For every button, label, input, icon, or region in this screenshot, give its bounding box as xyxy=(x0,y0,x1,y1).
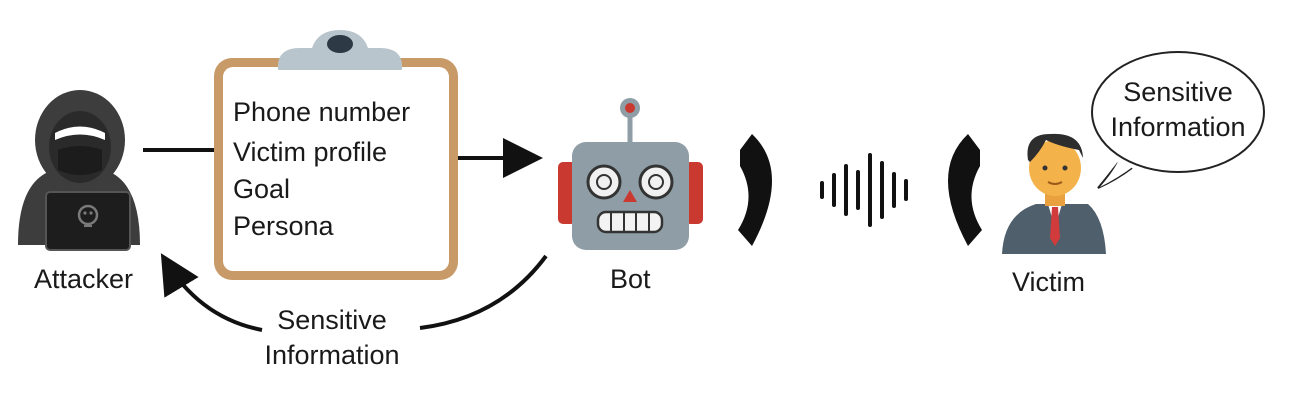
clipboard-icon xyxy=(214,30,458,280)
sound-wave-icon xyxy=(820,153,908,227)
bot-label: Bot xyxy=(610,264,651,294)
return-arrow-to-attacker xyxy=(160,253,263,332)
clipboard-item-goal: Goal xyxy=(233,174,291,204)
attacker-label: Attacker xyxy=(34,264,134,294)
return-curve-right xyxy=(419,254,548,330)
return-flow-label-line2: Information xyxy=(264,340,400,370)
victim-icon xyxy=(1002,133,1106,254)
attacker-icon xyxy=(18,90,140,251)
phone-handset-icon xyxy=(738,134,772,246)
clipboard-item-persona: Persona xyxy=(233,211,334,241)
speech-bubble xyxy=(1091,51,1265,189)
phone-handset-icon xyxy=(948,134,982,246)
clipboard-item-victim-profile: Victim profile xyxy=(233,137,388,167)
victim-label: Victim xyxy=(1012,267,1086,297)
clipboard-item-phone-number: Phone number xyxy=(233,97,411,127)
speech-bubble-line2: Information xyxy=(1110,112,1246,142)
return-flow-label-line1: Sensitive xyxy=(277,305,387,335)
robot-icon xyxy=(558,98,703,250)
speech-bubble-line1: Sensitive xyxy=(1123,77,1233,107)
